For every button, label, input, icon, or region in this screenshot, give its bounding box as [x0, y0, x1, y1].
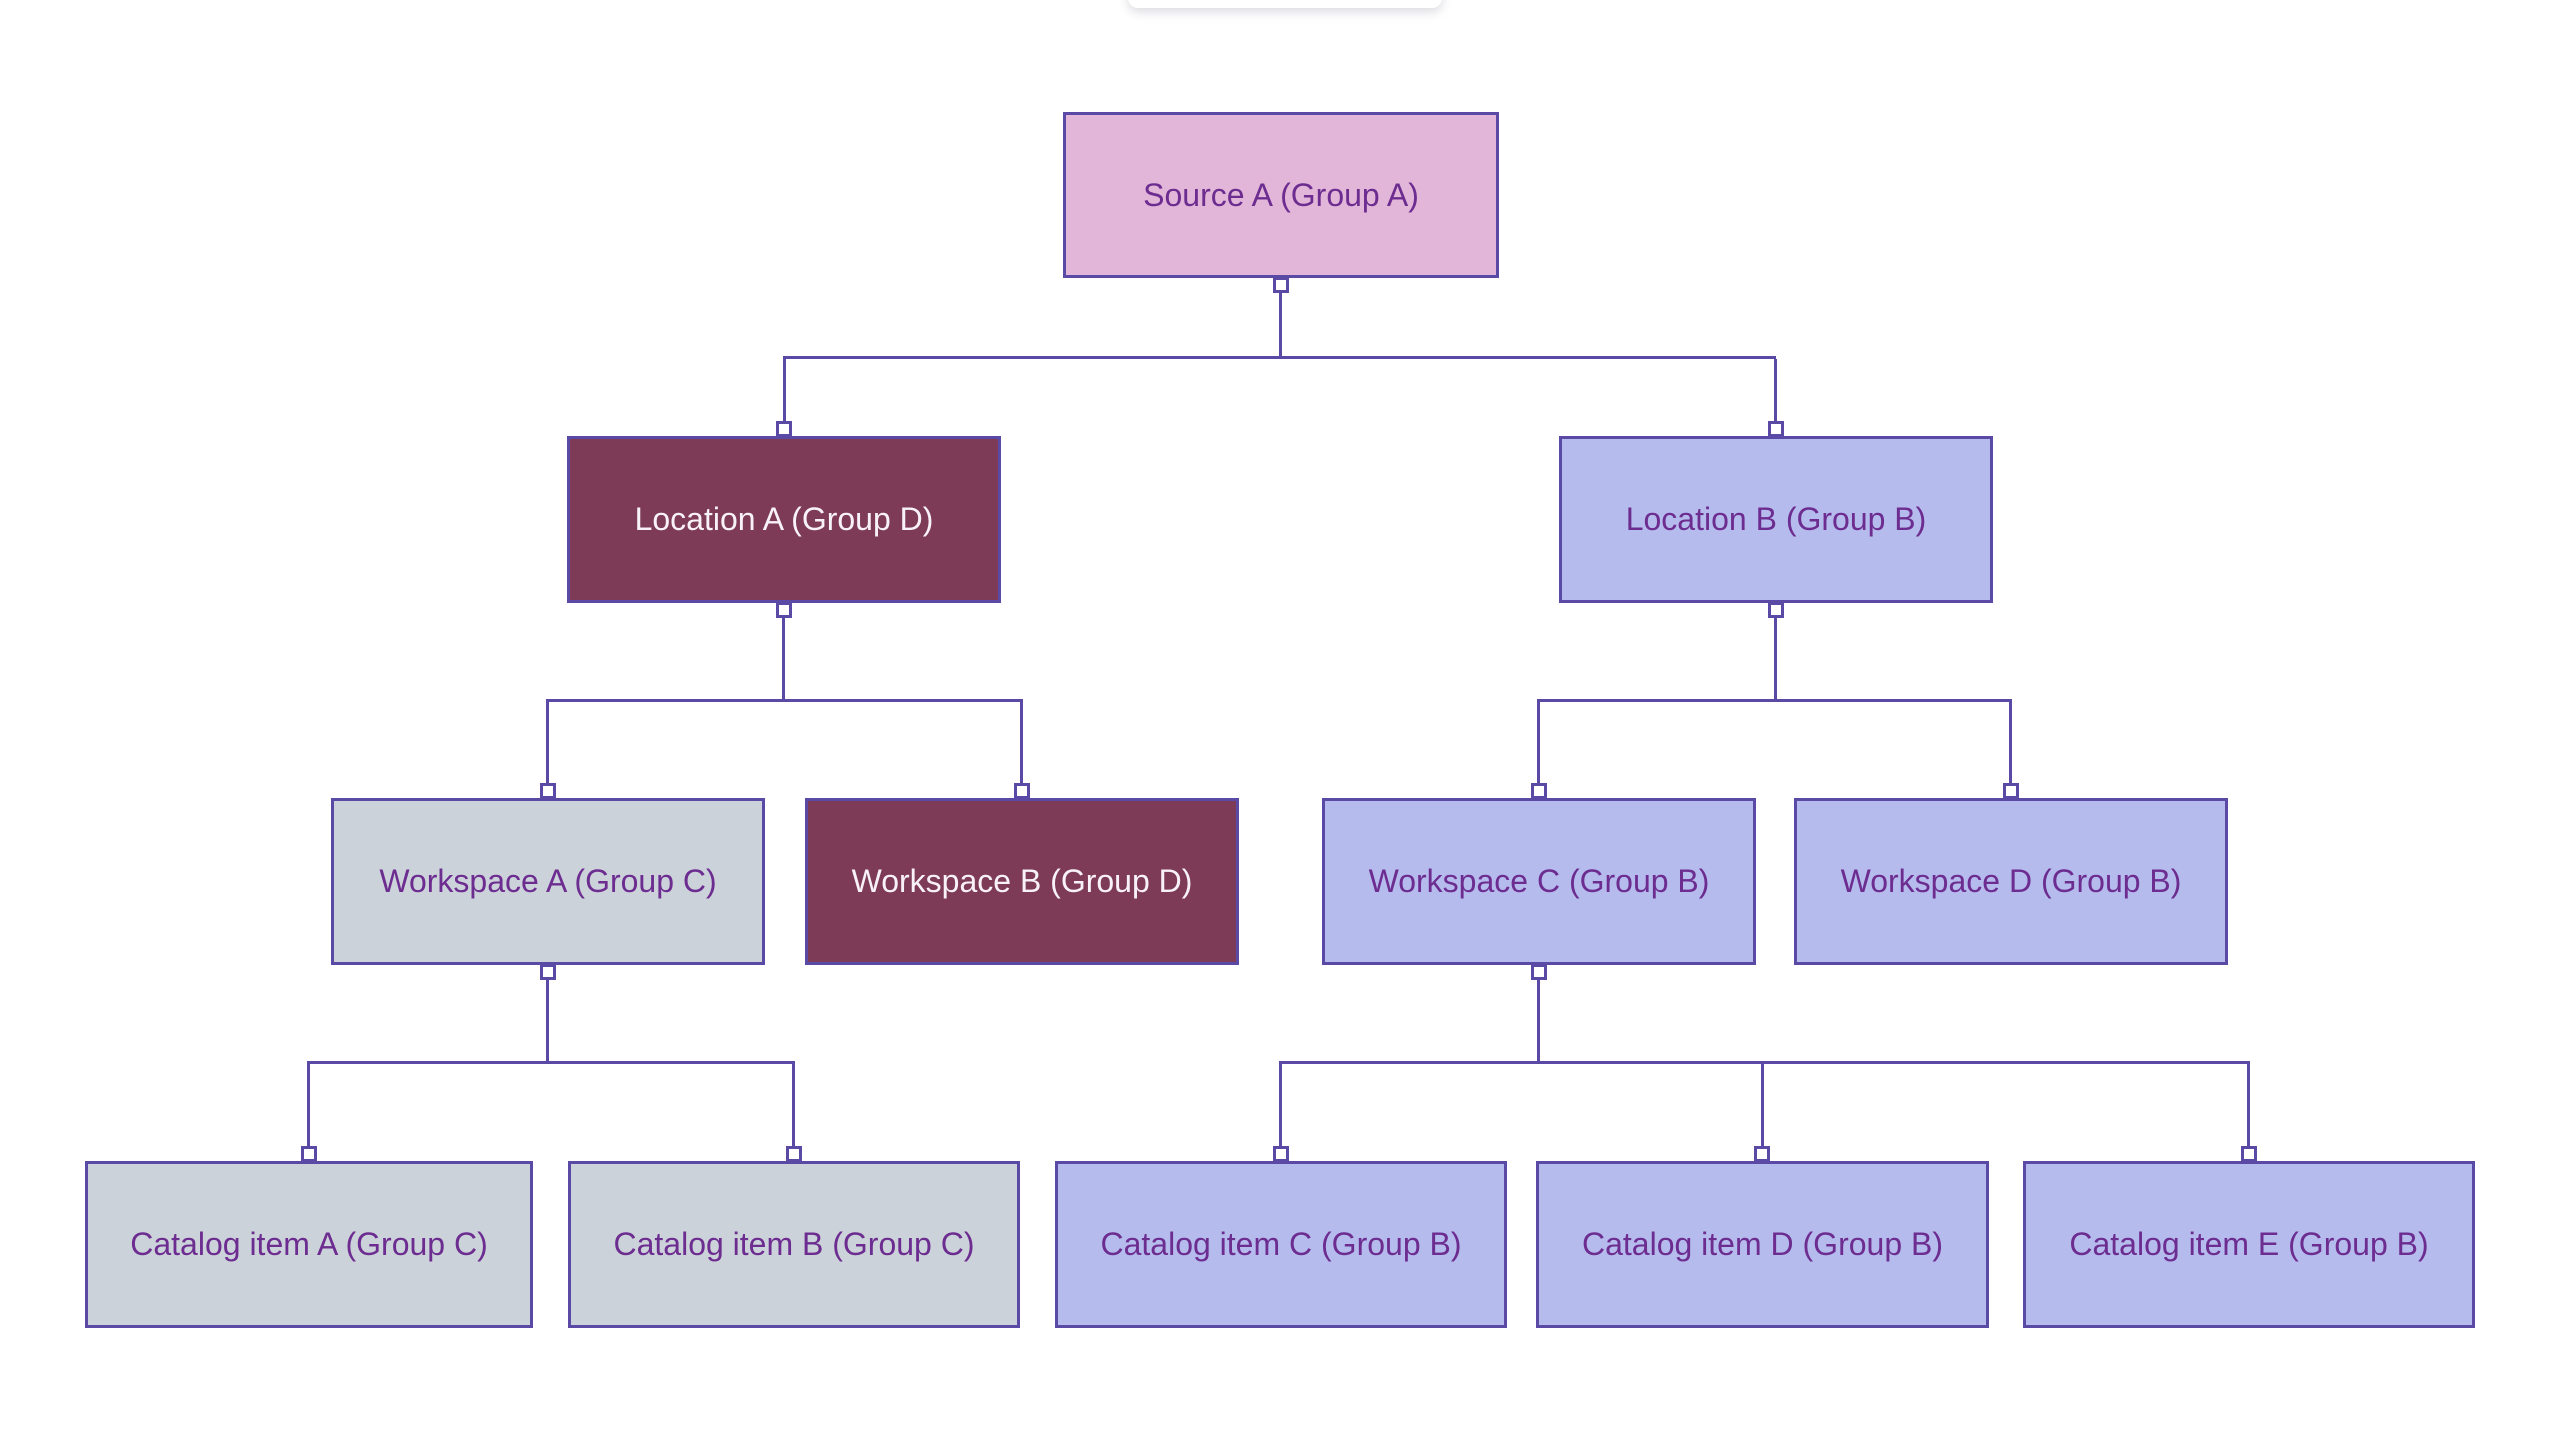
node-label: Catalog item A (Group C)	[130, 1226, 488, 1263]
connector-port	[1768, 602, 1784, 618]
edge-line	[792, 1064, 795, 1146]
connector-port	[1273, 1146, 1289, 1162]
node-location-b[interactable]: Location B (Group B)	[1559, 436, 1993, 603]
connector-port	[2241, 1146, 2257, 1162]
edge-line	[1279, 293, 1282, 356]
edge-line	[1020, 702, 1023, 783]
node-workspace-a[interactable]: Workspace A (Group C)	[331, 798, 765, 965]
edge-line	[1279, 1064, 1282, 1146]
node-catalog-item-a[interactable]: Catalog item A (Group C)	[85, 1161, 533, 1328]
connector-port	[1531, 964, 1547, 980]
edge-line	[307, 1061, 795, 1064]
edge-line	[1279, 1061, 2250, 1064]
edge-line	[2009, 702, 2012, 783]
node-label: Catalog item B (Group C)	[613, 1226, 975, 1263]
node-location-a[interactable]: Location A (Group D)	[567, 436, 1001, 603]
connector-port	[776, 602, 792, 618]
node-catalog-item-d[interactable]: Catalog item D (Group B)	[1536, 1161, 1989, 1328]
floating-toolbar-remnant[interactable]	[1128, 0, 1442, 8]
node-label: Catalog item C (Group B)	[1100, 1226, 1462, 1263]
edge-line	[782, 618, 785, 699]
connector-port	[301, 1146, 317, 1162]
connector-port	[1754, 1146, 1770, 1162]
edge-line	[2247, 1064, 2250, 1146]
node-label: Catalog item D (Group B)	[1581, 1226, 1943, 1263]
connector-port	[786, 1146, 802, 1162]
node-label: Source A (Group A)	[1143, 176, 1419, 213]
edge-line	[546, 699, 1023, 702]
node-label: Workspace B (Group D)	[851, 863, 1193, 900]
connector-port	[540, 783, 556, 799]
node-catalog-item-e[interactable]: Catalog item E (Group B)	[2023, 1161, 2475, 1328]
connector-port	[1531, 783, 1547, 799]
edge-line	[307, 1064, 310, 1146]
edge-line	[1761, 1064, 1764, 1146]
node-source-a[interactable]: Source A (Group A)	[1063, 112, 1499, 278]
node-label: Location B (Group B)	[1625, 501, 1927, 538]
node-workspace-d[interactable]: Workspace D (Group B)	[1794, 798, 2228, 965]
edge-line	[783, 359, 786, 421]
connector-port	[1273, 277, 1289, 293]
node-label: Catalog item E (Group B)	[2069, 1226, 2429, 1263]
edge-line	[1537, 980, 1540, 1061]
connector-port	[540, 964, 556, 980]
node-workspace-b[interactable]: Workspace B (Group D)	[805, 798, 1239, 965]
edge-line	[1774, 618, 1777, 699]
node-label: Workspace C (Group B)	[1368, 863, 1710, 900]
edge-line	[1537, 699, 2012, 702]
edge-line	[783, 356, 1776, 359]
connector-port	[776, 421, 792, 437]
edge-line	[546, 702, 549, 783]
node-label: Location A (Group D)	[634, 501, 934, 538]
node-label: Workspace D (Group B)	[1840, 863, 2182, 900]
node-catalog-item-b[interactable]: Catalog item B (Group C)	[568, 1161, 1020, 1328]
edge-line	[1537, 702, 1540, 783]
node-label: Workspace A (Group C)	[379, 863, 717, 900]
edge-line	[546, 980, 549, 1061]
node-workspace-c[interactable]: Workspace C (Group B)	[1322, 798, 1756, 965]
edge-line	[1774, 359, 1777, 421]
connector-port	[2003, 783, 2019, 799]
node-catalog-item-c[interactable]: Catalog item C (Group B)	[1055, 1161, 1507, 1328]
connector-port	[1768, 421, 1784, 437]
connector-port	[1014, 783, 1030, 799]
